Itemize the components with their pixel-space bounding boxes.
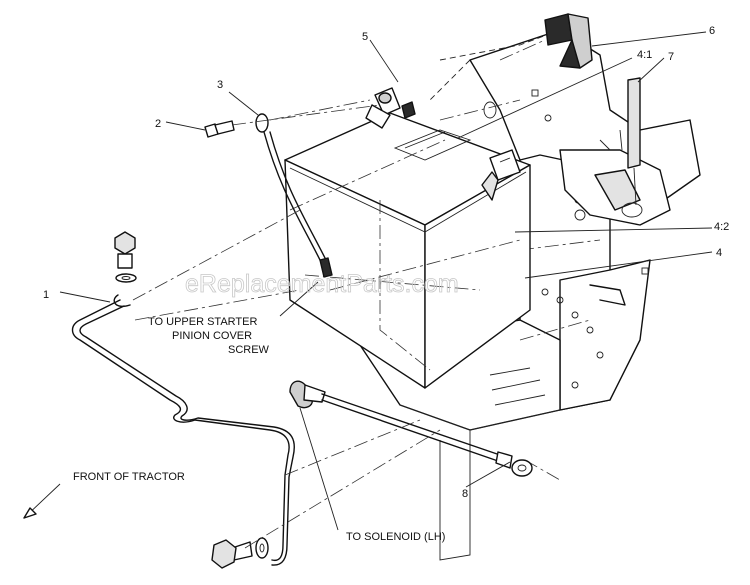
part-2-bolt <box>204 120 235 138</box>
part-4-1-hold-down <box>481 149 521 201</box>
battery <box>284 112 531 389</box>
callout-2: 2 <box>155 118 161 130</box>
callout-8: 8 <box>462 488 468 500</box>
callout-7: 7 <box>668 51 674 63</box>
frame-mount-detail <box>559 129 671 226</box>
note-front-of-tractor: FRONT OF TRACTOR <box>73 471 185 483</box>
part-6-terminal-boot <box>544 13 593 69</box>
callout-4-1: 4:1 <box>637 49 652 61</box>
callout-6: 6 <box>709 25 715 37</box>
note-upper-starter-line3: SCREW <box>228 344 270 356</box>
part-5-terminal <box>365 87 416 129</box>
callout-1: 1 <box>43 289 49 301</box>
callout-5: 5 <box>362 31 368 43</box>
part-7-rod <box>627 77 641 206</box>
note-upper-starter-line2: PINION COVER <box>172 330 252 342</box>
note-to-solenoid: TO SOLENOID (LH) <box>346 531 445 543</box>
leader-lines <box>59 31 713 549</box>
note-upper-starter-line1: TO UPPER STARTER <box>148 316 257 328</box>
callout-3: 3 <box>217 79 223 91</box>
part-3-ground-cable <box>255 113 333 278</box>
callout-4: 4 <box>716 247 722 259</box>
front-of-tractor-arrow <box>23 483 61 519</box>
part-1-hold-down-rod <box>71 231 295 569</box>
part-8-positive-cable <box>289 380 533 477</box>
watermark: eReplacementParts.com <box>185 270 459 298</box>
callout-4-2: 4:2 <box>714 221 729 233</box>
